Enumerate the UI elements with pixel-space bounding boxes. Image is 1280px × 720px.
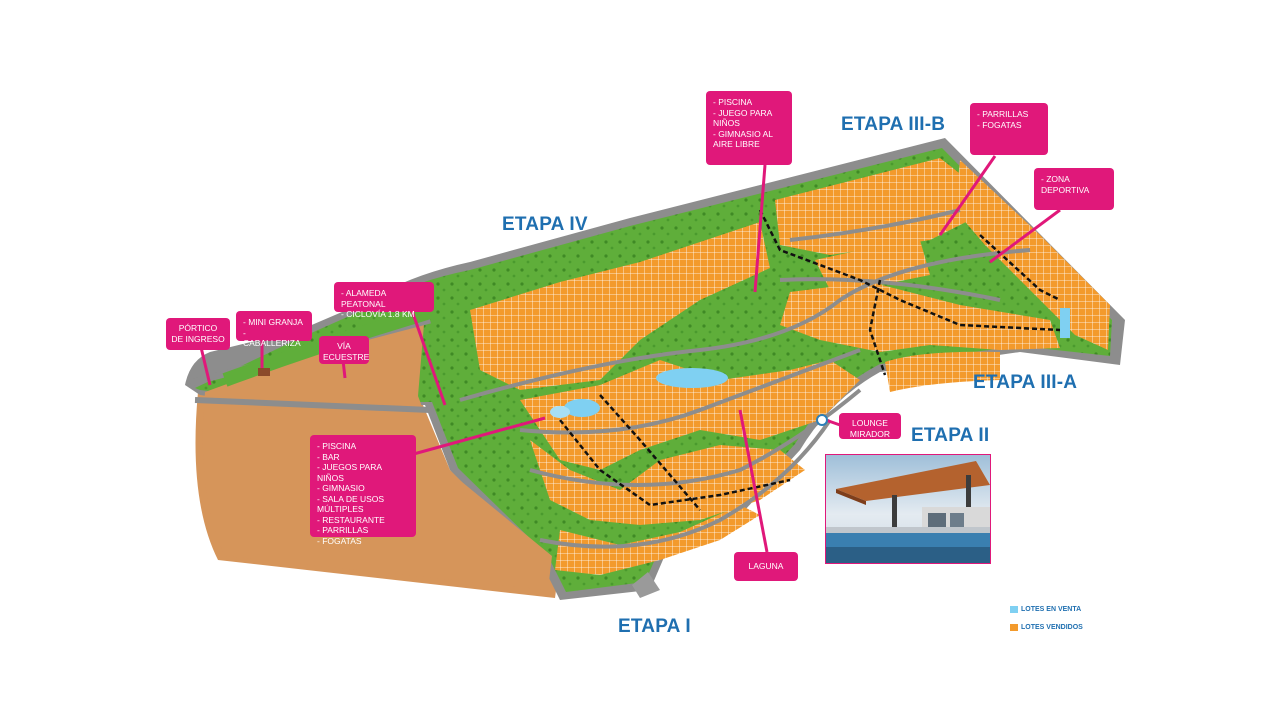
callout-pointers [198, 155, 1061, 553]
laguna-lake [656, 368, 728, 388]
lots-for-sale [1060, 308, 1070, 338]
callout-piscina-juegos: - PISCINA - JUEGO PARA NIÑOS - GIMNASIO … [706, 91, 792, 165]
callout-portico-de-ingreso: PÓRTICO DE INGRESO [166, 318, 230, 350]
lounge-photo-illustration [826, 455, 990, 563]
lounge-marker [816, 414, 828, 426]
lounge-photo [825, 454, 991, 564]
callout-parrillas-fogatas: - PARRILLAS - FOGATAS [970, 103, 1048, 155]
stage-label-etapa-i: ETAPA I [618, 616, 691, 637]
callout-via-ecuestre: VÍA ECUESTRE [319, 336, 369, 364]
callout-zona-deportiva: - ZONA DEPORTIVA [1034, 168, 1114, 210]
legend-swatch-sold [1010, 624, 1018, 631]
callout-laguna: LAGUNA [734, 552, 798, 581]
stage-label-etapa-iv: ETAPA IV [502, 214, 588, 235]
legend-swatch-for-sale [1010, 606, 1018, 613]
legend-label-for-sale: LOTES EN VENTA [1021, 606, 1082, 613]
legend-lotes-en-venta: LOTES EN VENTA [1010, 606, 1081, 613]
legend-lotes-vendidos: LOTES VENDIDOS [1010, 624, 1083, 631]
callout-mini-granja: - MINI GRANJA - CABALLERIZA [236, 311, 312, 348]
legend-label-sold: LOTES VENDIDOS [1021, 624, 1083, 631]
stage-label-etapa-ii: ETAPA II [911, 425, 990, 446]
callout-club-house: - PISCINA - BAR - JUEGOS PARA NIÑOS - GI… [310, 435, 416, 546]
club-pool [564, 399, 600, 417]
stage-label-etapa-iii-a: ETAPA III-A [973, 372, 1078, 393]
stage-label-etapa-iii-b: ETAPA III-B [841, 114, 946, 135]
callout-lounge-mirador: LOUNGE MIRADOR [839, 413, 901, 439]
granja-building [258, 368, 270, 376]
callout-alameda-peatonal: - ALAMEDA PEATONAL - CICLOVÍA 1.8 KM [334, 282, 434, 319]
